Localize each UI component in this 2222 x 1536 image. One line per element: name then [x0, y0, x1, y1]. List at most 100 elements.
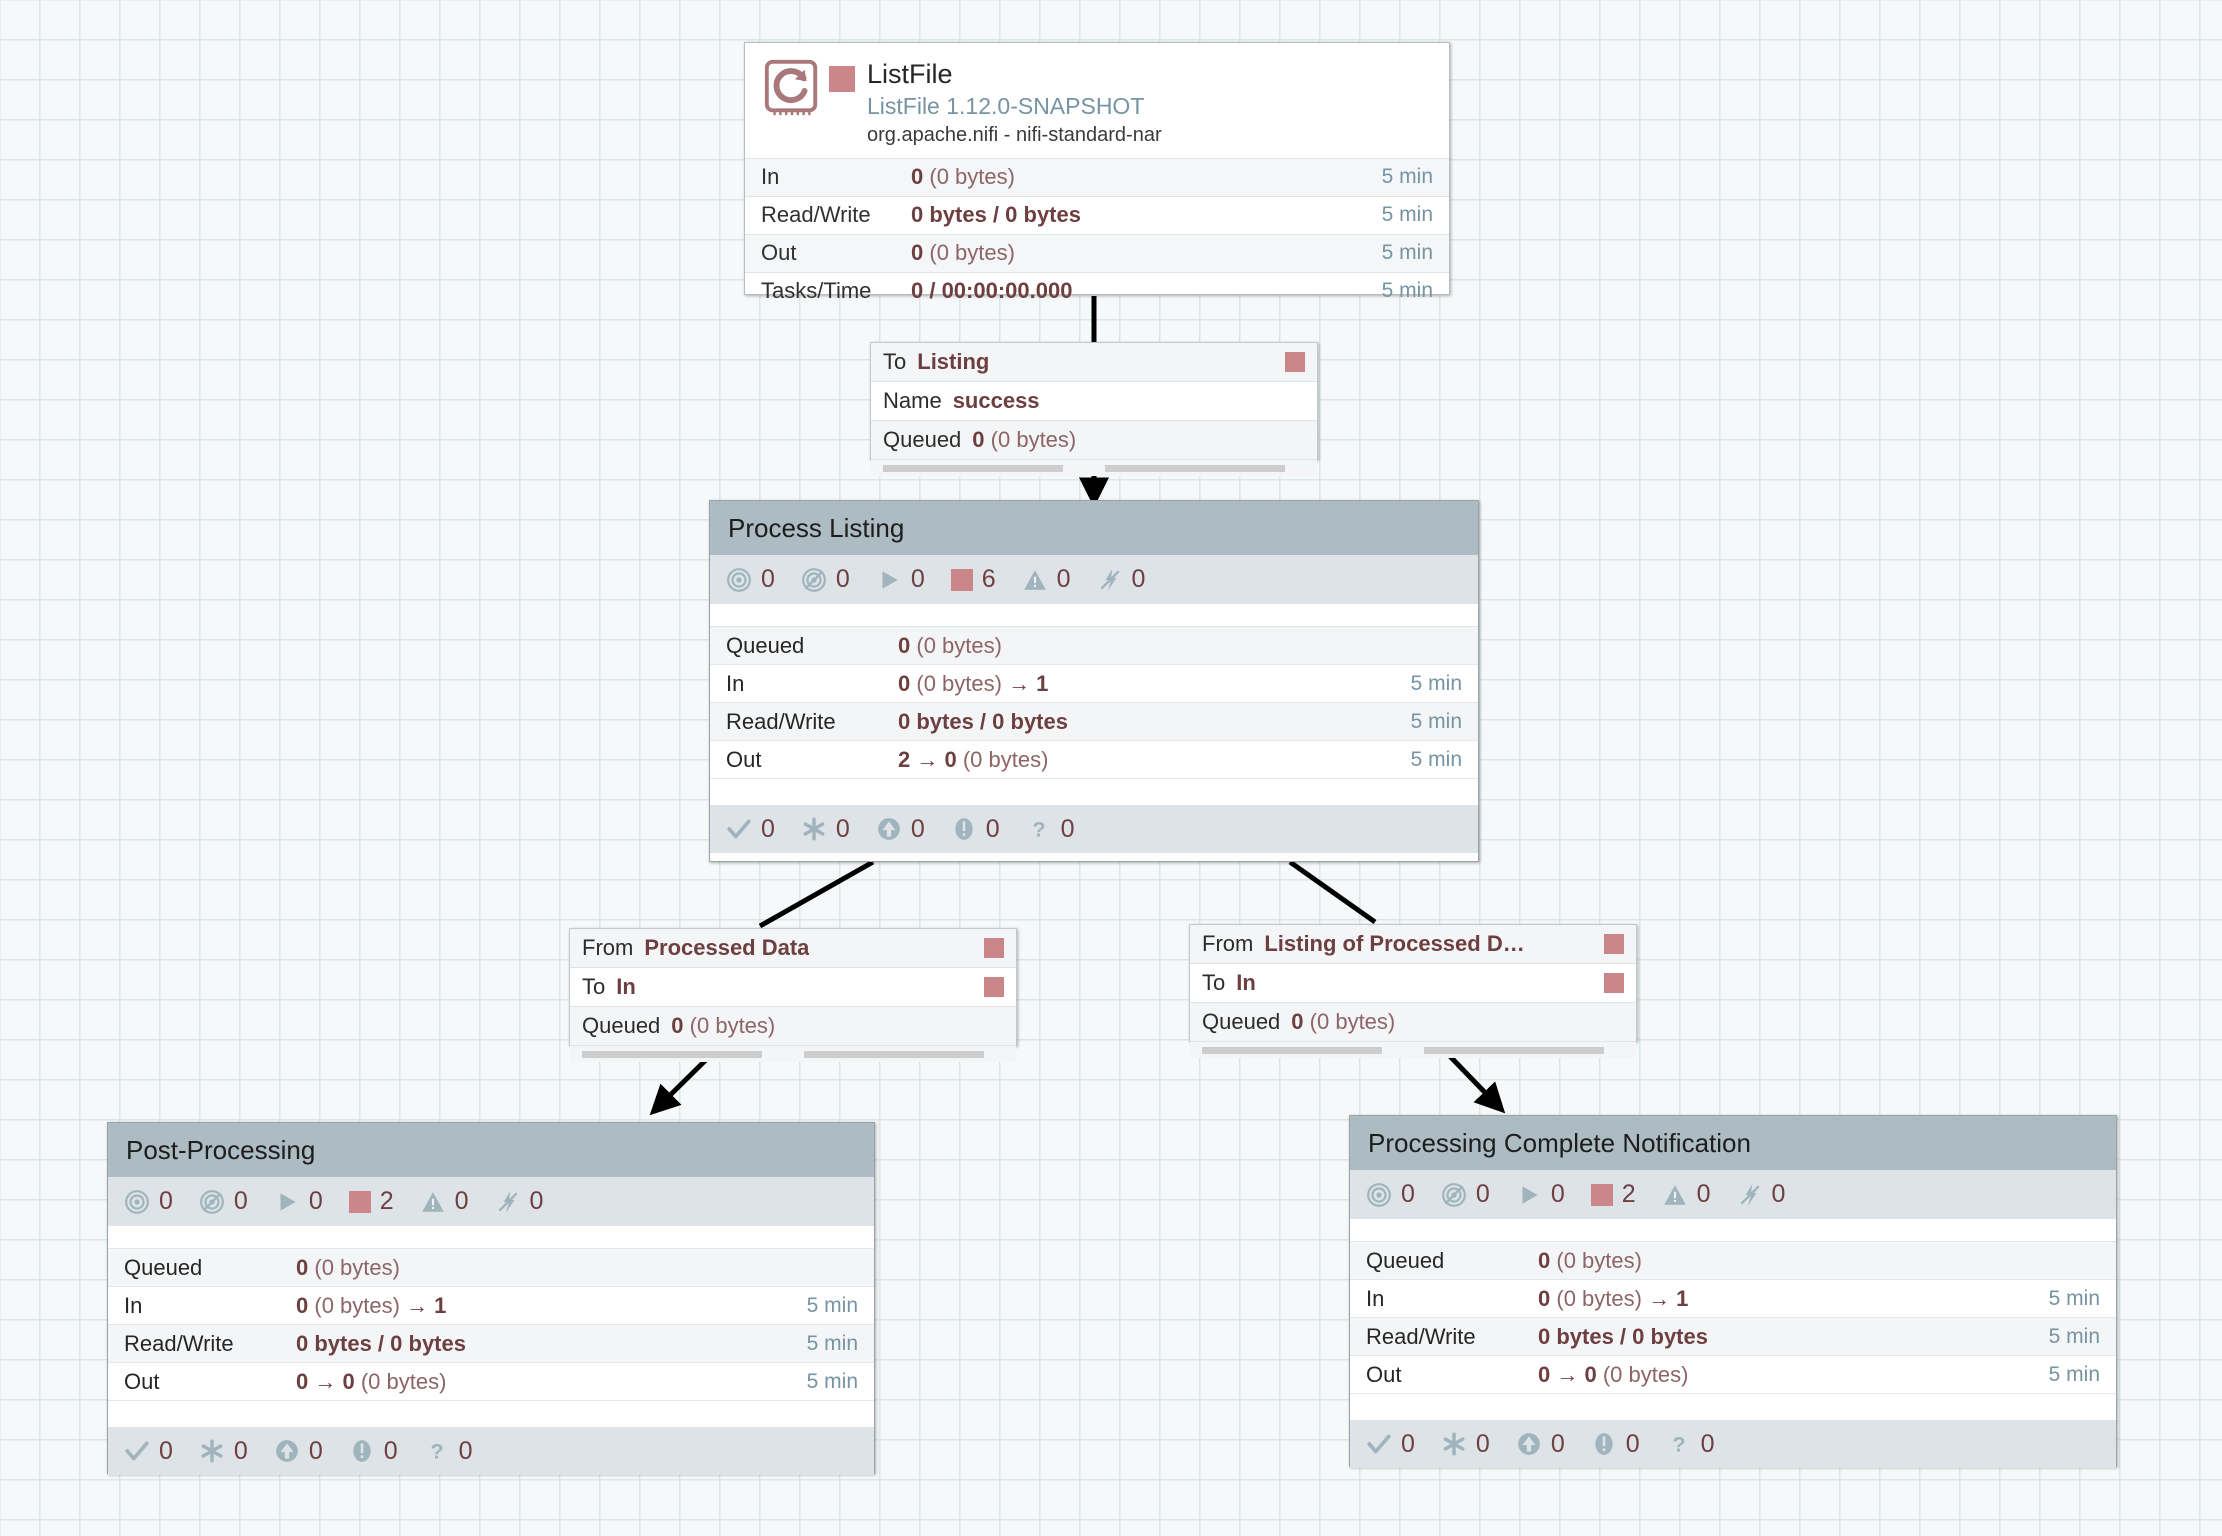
connection-value: 0 (0 bytes) [1291, 1009, 1396, 1034]
stat-invalid[interactable]: 0 [1022, 565, 1071, 594]
stat-locally-modified-and-stale[interactable]: 0 [349, 1437, 398, 1466]
connection-label-processed-data-to-in[interactable]: From Processed Data To In Queued 0 (0 by… [569, 928, 1017, 1062]
stat-running[interactable]: 0 [876, 565, 925, 594]
connection-label-listfile-to-listing[interactable]: To Listing Name success Queued 0 (0 byte… [870, 342, 1318, 476]
process-group-header: Processing Complete Notification [1350, 1116, 2116, 1170]
not-transmitting-count: 0 [835, 565, 850, 593]
svg-text:?: ? [1672, 1432, 1685, 1457]
pg-row-value: 0 → 0 (0 bytes) [1538, 1361, 1689, 1387]
stat-up-to-date[interactable]: 0 [124, 1437, 173, 1466]
stat-stopped[interactable]: 2 [348, 1187, 394, 1216]
disabled-icon [1097, 567, 1123, 593]
stat-sync-failure[interactable]: ? 0 [1026, 815, 1075, 844]
stat-not-transmitting[interactable]: 0 [1441, 1180, 1490, 1209]
pg-row-label: Queued [726, 632, 805, 658]
connection-key: To [883, 349, 907, 374]
stat-locally-modified-and-stale[interactable]: 0 [951, 815, 1000, 844]
connection-to-row: To In [1190, 964, 1636, 1003]
not-transmitting-icon [1441, 1182, 1467, 1208]
connection-from-row: From Processed Data [570, 929, 1016, 968]
spacer [108, 1226, 874, 1248]
pg-row-label: In [726, 670, 745, 696]
stat-invalid[interactable]: 0 [420, 1187, 469, 1216]
pg-row-queued: Queued 0 (0 bytes) [1350, 1242, 2116, 1280]
stat-stale[interactable]: 0 [876, 815, 925, 844]
stat-stopped[interactable]: 2 [1590, 1180, 1636, 1209]
stat-sync-failure[interactable]: ? 0 [1666, 1430, 1715, 1459]
stat-time: 5 min [1381, 165, 1433, 189]
stat-disabled[interactable]: 0 [1737, 1180, 1785, 1209]
stat-transmitting[interactable]: 0 [1366, 1180, 1415, 1209]
connection-value: In [1236, 970, 1256, 995]
stat-sync-failure[interactable]: ? 0 [424, 1437, 473, 1466]
pg-row-read-write: Read/Write 0 bytes / 0 bytes 5 min [710, 703, 1478, 741]
stat-disabled[interactable]: 0 [495, 1187, 543, 1216]
process-group-post-processing[interactable]: Post-Processing 0 0 0 [107, 1122, 875, 1475]
pg-row-value: 0 (0 bytes) → 1 [1538, 1285, 1689, 1311]
stat-locally-modified[interactable]: 0 [199, 1437, 248, 1466]
pg-row-time: 5 min [2048, 1286, 2100, 1310]
connection-value: 0 (0 bytes) [972, 427, 1077, 452]
pg-row-value: 0 bytes / 0 bytes [296, 1330, 466, 1356]
queue-count-bar [582, 1050, 762, 1058]
pg-row-time: 5 min [806, 1293, 858, 1317]
connection-from-row: From Listing of Processed D… [1190, 925, 1636, 964]
question-mark-icon: ? [1026, 816, 1052, 842]
stat-transmitting[interactable]: 0 [124, 1187, 173, 1216]
running-play-icon [274, 1189, 300, 1215]
stopped-count: 2 [379, 1187, 394, 1215]
running-count: 0 [1550, 1180, 1565, 1208]
stopped-count: 2 [1621, 1180, 1636, 1208]
spacer-bottom [108, 1401, 874, 1427]
running-play-icon [876, 567, 902, 593]
stat-running[interactable]: 0 [1516, 1180, 1565, 1209]
stat-invalid[interactable]: 0 [1662, 1180, 1711, 1209]
stat-up-to-date[interactable]: 0 [726, 815, 775, 844]
exclamation-circle-icon [951, 816, 977, 842]
stat-locally-modified[interactable]: 0 [1441, 1430, 1490, 1459]
not-transmitting-icon [199, 1189, 225, 1215]
process-group-header: Process Listing [710, 501, 1478, 555]
pg-row-label: Read/Write [124, 1330, 234, 1356]
pg-row-value: 0 (0 bytes) → 1 [898, 670, 1049, 696]
invalid-warning-icon [1662, 1182, 1688, 1208]
pg-row-out: Out 0 → 0 (0 bytes) 5 min [1350, 1356, 2116, 1394]
up-arrow-circle-icon [876, 816, 902, 842]
processor-header: ListFile ListFile 1.12.0-SNAPSHOT org.ap… [745, 43, 1449, 158]
svg-text:?: ? [1032, 817, 1045, 842]
stat-not-transmitting[interactable]: 0 [199, 1187, 248, 1216]
stat-not-transmitting[interactable]: 0 [801, 565, 850, 594]
pg-row-value: 0 (0 bytes) [1538, 1247, 1642, 1273]
transmitting-icon [1366, 1182, 1392, 1208]
connection-label-listing-of-processed-to-in[interactable]: From Listing of Processed D… To In Queue… [1189, 924, 1637, 1058]
connection-key: From [582, 935, 634, 960]
stat-up-to-date[interactable]: 0 [1366, 1430, 1415, 1459]
asterisk-icon [199, 1438, 225, 1464]
stat-transmitting[interactable]: 0 [726, 565, 775, 594]
process-group-header: Post-Processing [108, 1123, 874, 1177]
processor-listfile[interactable]: ListFile ListFile 1.12.0-SNAPSHOT org.ap… [744, 42, 1450, 303]
pg-row-label: Queued [124, 1254, 203, 1280]
connection-value: success [952, 388, 1040, 413]
stat-locally-modified-and-stale[interactable]: 0 [1591, 1430, 1640, 1459]
stat-stale[interactable]: 0 [274, 1437, 323, 1466]
locally-modified-count: 0 [1475, 1429, 1490, 1458]
check-icon [726, 816, 752, 842]
not-transmitting-icon [801, 567, 827, 593]
process-group-processing-complete-notification[interactable]: Processing Complete Notification 0 0 0 [1349, 1115, 2117, 1468]
queue-size-bar [1105, 464, 1285, 472]
stat-disabled[interactable]: 0 [1097, 565, 1145, 594]
pg-row-label: Out [124, 1368, 160, 1394]
spacer-bottom [710, 779, 1478, 805]
process-group-process-listing[interactable]: Process Listing 0 0 0 [709, 500, 1479, 862]
stat-stale[interactable]: 0 [1516, 1430, 1565, 1459]
stat-locally-modified[interactable]: 0 [801, 815, 850, 844]
pg-row-queued: Queued 0 (0 bytes) [710, 627, 1478, 665]
stat-label: In [761, 164, 780, 190]
stat-stopped[interactable]: 6 [950, 565, 996, 594]
pg-row-in: In 0 (0 bytes) → 1 5 min [710, 665, 1478, 703]
stat-running[interactable]: 0 [274, 1187, 323, 1216]
pg-row-read-write: Read/Write 0 bytes / 0 bytes 5 min [1350, 1318, 2116, 1356]
pg-row-time: 5 min [806, 1369, 858, 1393]
